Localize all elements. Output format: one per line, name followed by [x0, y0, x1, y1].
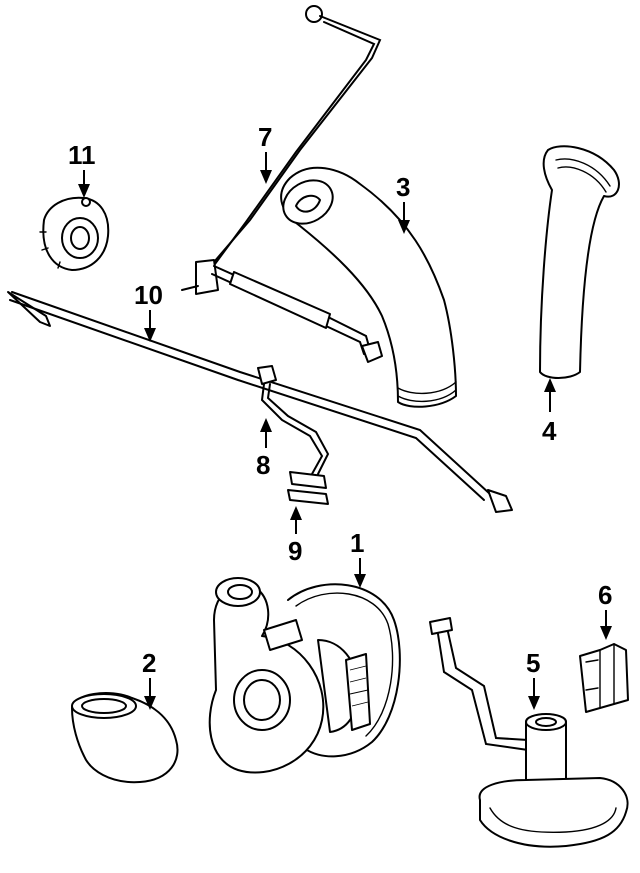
part-10-long-tube[interactable]	[7, 291, 513, 513]
part-6-bracket[interactable]	[579, 643, 629, 713]
callout-8: 8	[256, 418, 272, 480]
callout-label-3: 3	[396, 172, 410, 202]
callout-label-1: 1	[350, 528, 364, 558]
callout-2: 2	[142, 648, 156, 710]
callout-label-7: 7	[258, 122, 272, 152]
part-5-drain-assembly[interactable]	[429, 617, 629, 848]
callout-9: 9	[288, 506, 302, 566]
callout-7: 7	[258, 122, 272, 184]
part-7-oil-feed-line[interactable]	[181, 5, 383, 363]
callout-label-11: 11	[68, 140, 96, 170]
callout-label-6: 6	[598, 580, 612, 610]
part-2-elbow-hose[interactable]	[71, 692, 179, 784]
callout-10: 10	[134, 280, 163, 342]
callout-6: 6	[598, 580, 612, 640]
callout-label-4: 4	[542, 416, 557, 446]
part-11-fitting[interactable]	[39, 196, 110, 271]
callout-label-9: 9	[288, 536, 302, 566]
part-3-intake-hose[interactable]	[275, 166, 457, 408]
callout-3: 3	[396, 172, 410, 234]
part-8-small-tube[interactable]	[257, 365, 330, 475]
callout-5: 5	[526, 648, 540, 710]
part-9-gasket[interactable]	[287, 471, 329, 505]
callout-1: 1	[350, 528, 366, 588]
part-1-turbocharger[interactable]	[208, 577, 401, 774]
callout-4: 4	[542, 378, 557, 446]
part-4-intake-boot[interactable]	[539, 145, 620, 379]
callout-11: 11	[68, 140, 96, 198]
callout-label-5: 5	[526, 648, 540, 678]
callout-label-10: 10	[134, 280, 163, 310]
callout-label-2: 2	[142, 648, 156, 678]
callout-label-8: 8	[256, 450, 270, 480]
